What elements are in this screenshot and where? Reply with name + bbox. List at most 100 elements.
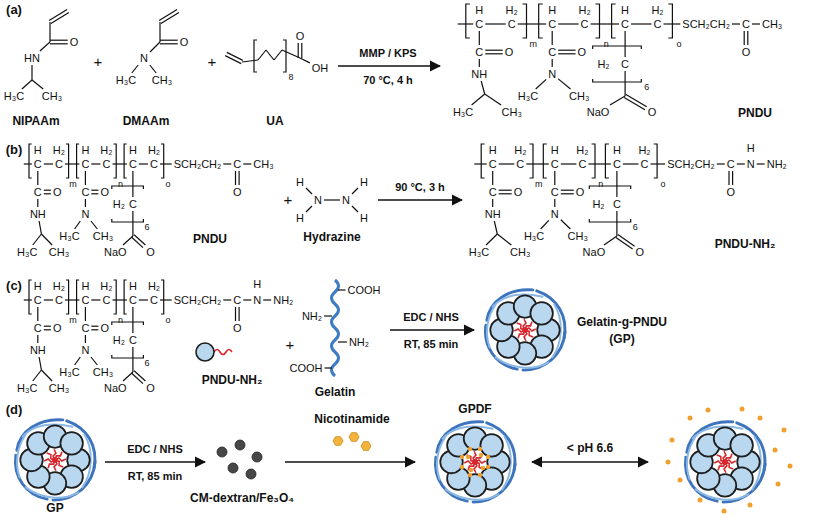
atom-label: C — [641, 158, 649, 170]
atom-label: COOH — [348, 284, 381, 296]
atom-label: O — [53, 322, 62, 334]
repeat-bracket — [283, 40, 286, 72]
atom-label: NH₂ — [273, 294, 293, 306]
bond-line — [306, 206, 312, 212]
atom-label: H — [613, 144, 621, 156]
atom-label: C — [34, 294, 42, 306]
atom-label: C — [150, 294, 158, 306]
bond-line — [223, 299, 231, 300]
atom-label: CH₃ — [253, 158, 273, 170]
atom-label: C — [55, 294, 63, 306]
atom-label: CH₃ — [568, 230, 588, 242]
atom-label: H — [360, 212, 368, 224]
bond-line — [160, 163, 172, 164]
atom-label: C — [621, 18, 629, 30]
subscript-index: 8 — [288, 73, 293, 83]
compound-name: Gelatin — [315, 386, 356, 399]
bond-line — [263, 299, 271, 300]
bond-line — [132, 307, 133, 333]
bond-line — [85, 307, 86, 321]
atom-label: NaO — [583, 246, 606, 258]
bond-line — [41, 234, 52, 245]
bond-line — [561, 163, 577, 164]
subscript-index: o — [166, 316, 171, 326]
atom-label: CH₃ — [569, 90, 589, 102]
bond-line — [518, 23, 547, 24]
bond-line — [44, 299, 53, 300]
atom-label: H — [81, 280, 89, 292]
atom-label: O — [146, 246, 155, 258]
bond-line — [243, 299, 251, 300]
atom-label: H — [621, 4, 629, 16]
atom-label: H₃C — [4, 90, 24, 102]
bond-line — [91, 163, 100, 164]
bond-line — [37, 335, 38, 343]
atom-label: H₂ — [578, 4, 590, 16]
subscript-index: 6 — [144, 223, 149, 233]
atom-label: O — [576, 186, 585, 198]
bond-line — [65, 299, 80, 300]
bond-line — [604, 236, 617, 245]
bond-line — [541, 220, 549, 229]
bond-line — [757, 163, 765, 164]
atom-label: O — [296, 30, 305, 42]
bond-line — [44, 326, 51, 327]
bond-line — [33, 370, 42, 381]
atom-label: C — [613, 158, 621, 170]
atom-label: N — [140, 52, 148, 64]
atom-label: H — [360, 176, 368, 188]
atom-label: O — [100, 322, 109, 334]
atom-label: C — [581, 18, 589, 30]
atom-label: O — [146, 382, 155, 394]
bond-line — [561, 190, 574, 191]
atom-label: N — [551, 208, 559, 220]
bond-line — [24, 163, 32, 164]
atom-label: H₃C — [17, 382, 37, 394]
atom-label: C — [129, 334, 137, 346]
atom-label: C — [475, 46, 483, 58]
bond-line — [91, 299, 100, 300]
bond-line — [352, 206, 358, 212]
panel-letter: (c) — [6, 279, 22, 293]
atom-label: C — [103, 158, 111, 170]
atom-label: NH₂ — [767, 158, 787, 170]
bond-line — [37, 199, 38, 207]
repeat-bracket — [66, 280, 69, 314]
bond-line — [499, 163, 515, 164]
atom-label: O — [742, 46, 751, 58]
plus-sign: + — [286, 337, 295, 354]
repeat-bracket — [523, 4, 527, 38]
bond-line — [227, 52, 243, 60]
bond-line — [75, 357, 81, 365]
bond-line — [485, 53, 502, 54]
bond-line — [492, 171, 493, 185]
atom-label: NaO — [587, 106, 610, 118]
atom-label: N — [81, 208, 89, 220]
repeat-bracket — [589, 219, 630, 222]
atom-label: SCH₂CH₂ — [174, 158, 222, 170]
atom-label: H — [34, 280, 42, 292]
bond-line — [561, 193, 574, 194]
subscript-index: m — [69, 180, 77, 190]
atom-label: C — [233, 294, 241, 306]
repeat-bracket — [114, 280, 117, 314]
reaction-arrows — [105, 66, 648, 462]
bond-line — [744, 31, 745, 45]
atom-label: H₃C — [518, 90, 538, 102]
bond-line — [485, 50, 502, 51]
reaction-condition: RT, 85 min — [128, 470, 182, 482]
bond-line — [235, 171, 236, 185]
atom-label: H — [34, 144, 42, 156]
reaction-arrow — [285, 461, 415, 463]
atom-label: C — [516, 158, 524, 170]
atom-label: C — [548, 18, 556, 30]
reaction-condition: RT, 85 min — [404, 338, 458, 350]
repeat-bracket — [112, 186, 144, 189]
atom-label: H₂ — [148, 144, 160, 156]
atom-label: C — [621, 58, 629, 70]
atom-label: H₂ — [113, 334, 125, 346]
panel-letter: (b) — [6, 143, 23, 157]
bond-line — [298, 43, 299, 58]
compound-name: GPDF — [458, 403, 491, 416]
reaction-arrow — [390, 329, 474, 331]
